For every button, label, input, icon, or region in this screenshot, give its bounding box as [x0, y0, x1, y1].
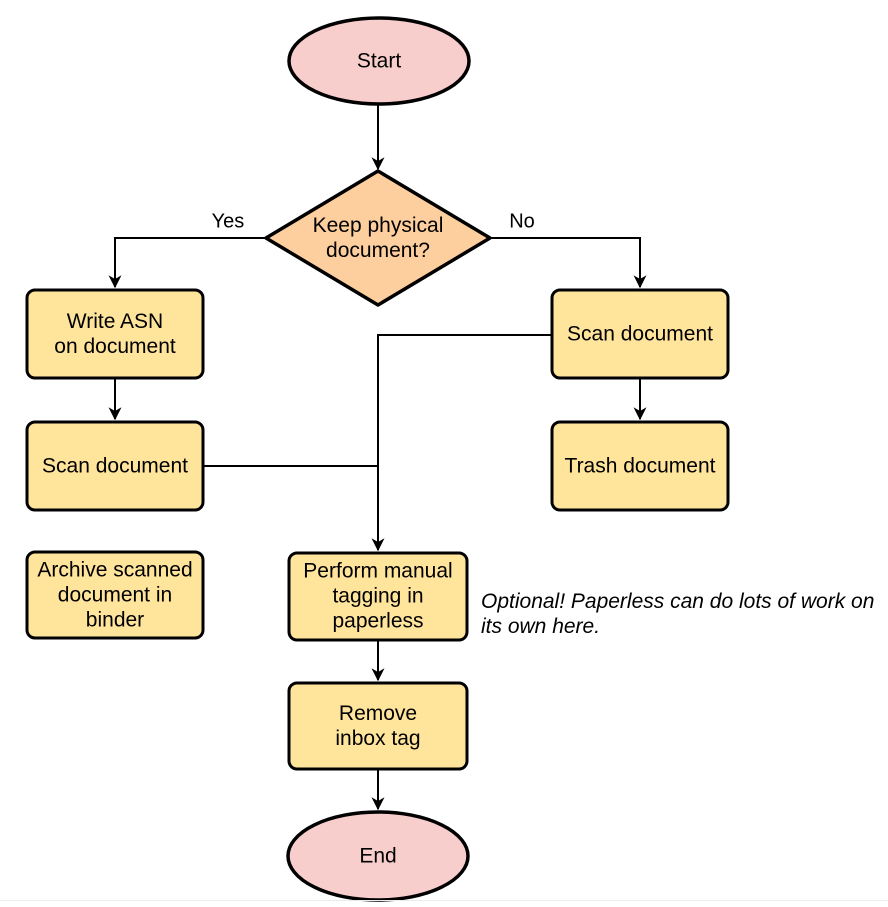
scan-right-node-shape: [550, 288, 730, 380]
end-node-shape: [286, 810, 470, 902]
edge-decision-yes: [108, 237, 265, 289]
page-bottom-divider: [0, 900, 888, 901]
shape-layer: [25, 16, 730, 902]
optional-note-line1: Optional! Paperless can do lots of work …: [481, 590, 875, 613]
optional-note: Optional! Paperless can do lots of work …: [481, 589, 874, 639]
edge-scanright-to-tagging: [371, 334, 552, 552]
trash-node-shape: [550, 420, 730, 512]
decision-node-shape: [264, 169, 492, 307]
edge-decision-no: [491, 237, 647, 289]
remove-tag-node-shape: [287, 681, 469, 771]
archive-node-shape: [25, 550, 205, 640]
optional-note-line2: its own here.: [481, 615, 601, 638]
start-node-shape: [287, 16, 471, 106]
tagging-node-shape: [287, 551, 469, 642]
scan-left-node-shape: [25, 420, 205, 512]
connector-layer: [108, 104, 647, 811]
write-asn-node-shape: [25, 288, 205, 380]
